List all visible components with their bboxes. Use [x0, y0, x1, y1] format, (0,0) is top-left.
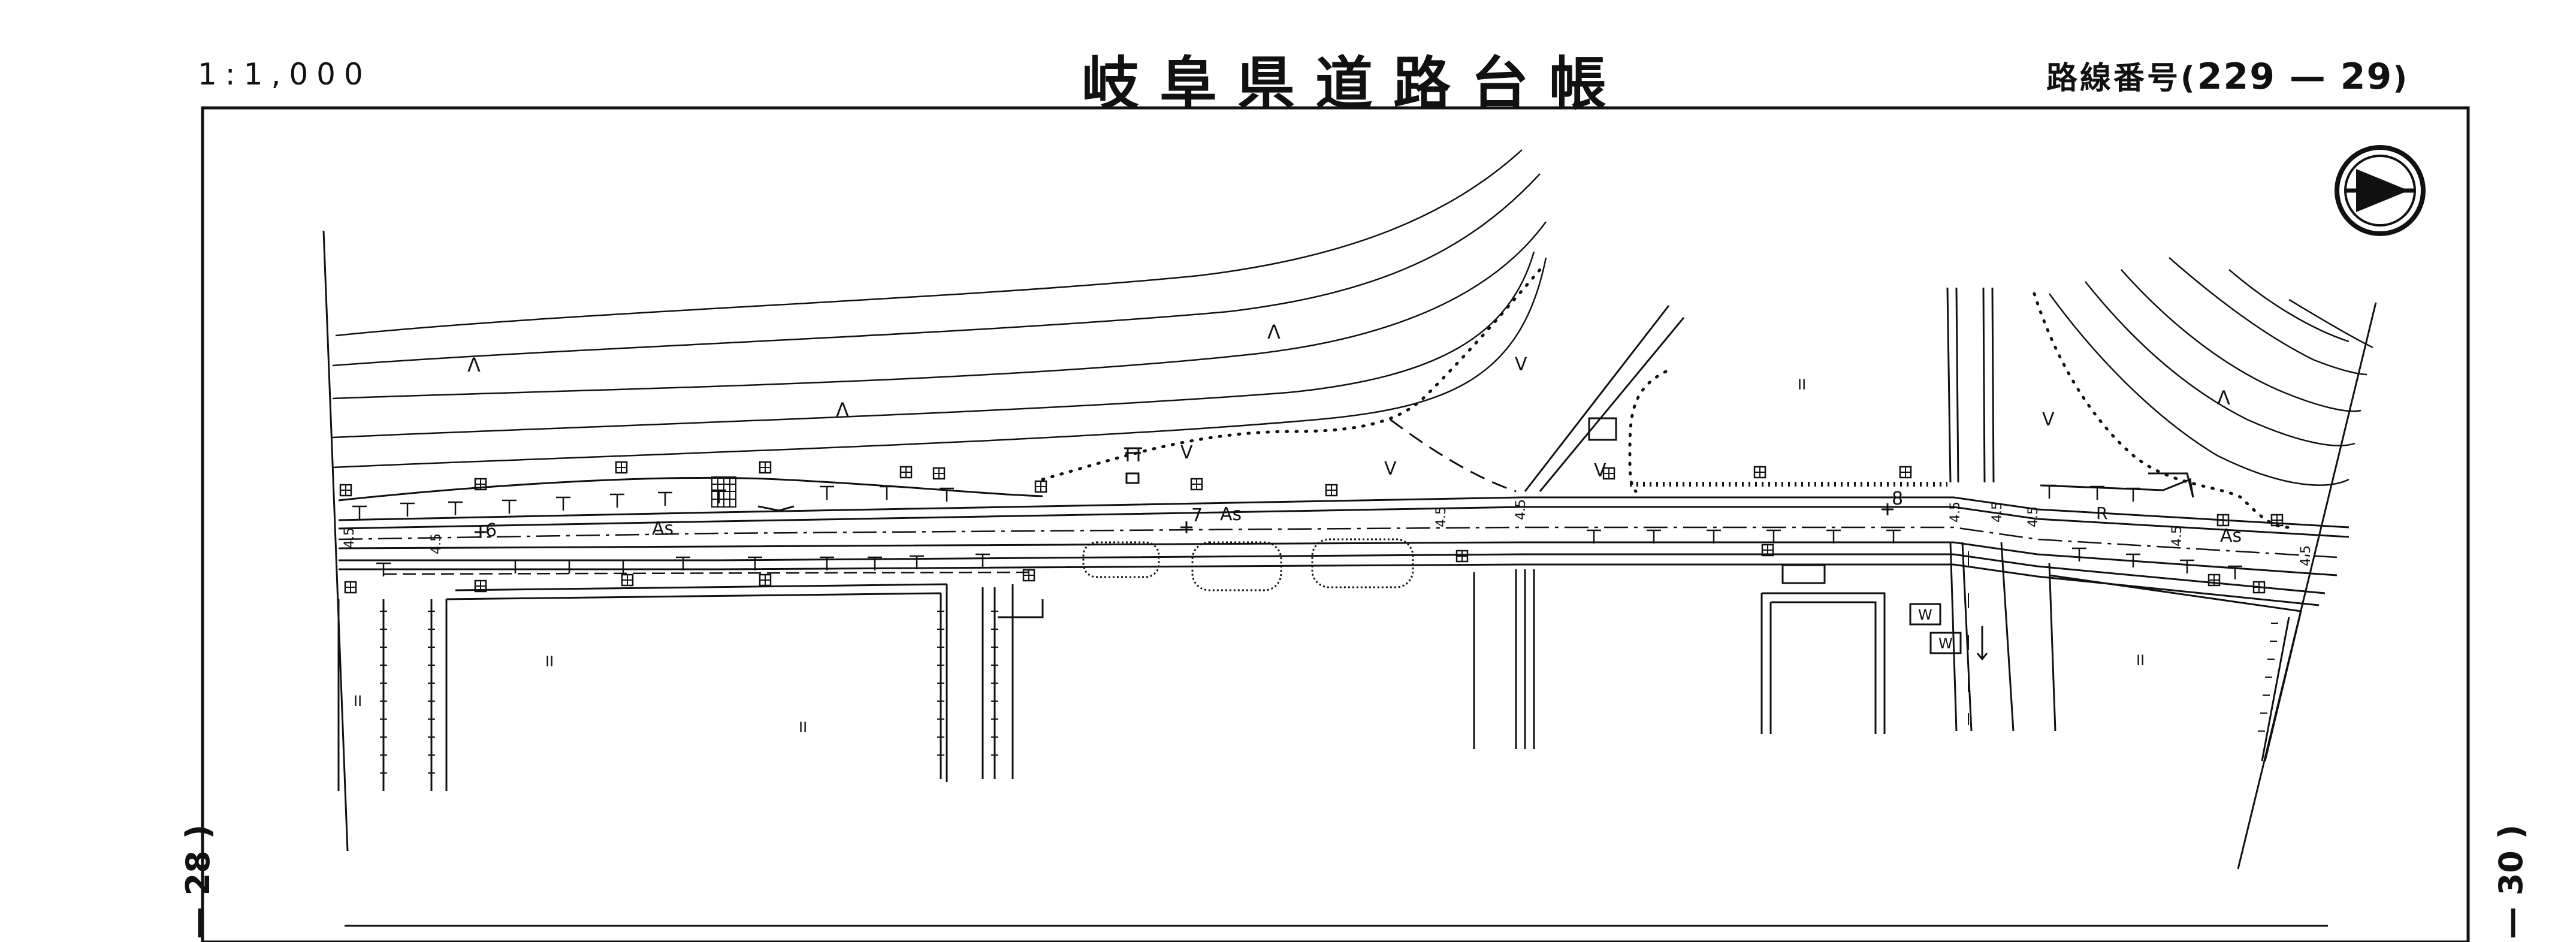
- side-ditches: [337, 287, 2302, 791]
- width-label-3: 4.5: [1434, 506, 1449, 527]
- grid-block: [711, 476, 736, 508]
- ditch-hatching: [380, 482, 2278, 774]
- field-symbol-2: V: [1384, 458, 1397, 479]
- sheet-edge-right: [2237, 302, 2377, 869]
- access-road: [1524, 305, 1685, 492]
- width-label-5: 4.5: [1948, 502, 1963, 523]
- route-number: 路線番号(229 — 29): [2046, 53, 2409, 98]
- contour-lines-left: [332, 149, 1547, 469]
- field-symbol-3: V: [1515, 354, 1527, 375]
- paddy-symbol-4: II: [1798, 376, 1806, 393]
- field-symbol-1: V: [1180, 442, 1193, 463]
- field-symbol-4: V: [1594, 460, 1606, 481]
- paddy-symbol-5: II: [2136, 652, 2145, 669]
- width-label-6: 4.5: [1990, 502, 2005, 523]
- width-label-2: 4.5: [429, 533, 444, 554]
- forest-symbol-1: Λ: [467, 354, 481, 376]
- forest-symbol-4: Λ: [2217, 387, 2230, 409]
- ponds: [1082, 538, 1414, 591]
- pavement-label-1: As: [652, 518, 674, 539]
- route-suffix: ): [2393, 61, 2410, 96]
- land-boundary-dashed: [1390, 418, 1517, 493]
- building-w-2: W: [1938, 635, 1953, 652]
- pavement-label-2: As: [1220, 504, 1242, 525]
- paddy-symbol-3: II: [799, 719, 807, 736]
- dotted-boundaries: [1041, 268, 2291, 529]
- map-scale: 1:1,000: [198, 57, 372, 92]
- guardrail-label: R: [2096, 503, 2107, 523]
- pavement-label-3: As: [2220, 526, 2242, 547]
- document-title: 岐阜県道路台帳: [1082, 50, 1627, 117]
- flow-arrow-icon: [1976, 626, 1988, 661]
- paddy-symbol-2: II: [545, 653, 554, 670]
- station-ticks: [475, 503, 1894, 538]
- width-label-7: 4.5: [2026, 506, 2041, 527]
- field-symbol-5: V: [2042, 409, 2055, 430]
- forest-symbol-2: Λ: [836, 398, 849, 421]
- route-number-value: 229 — 29: [2197, 56, 2393, 98]
- sheet-edge-left: [322, 230, 349, 852]
- north-arrow-icon: [2335, 145, 2426, 236]
- map-frame: [201, 106, 2470, 942]
- paddy-symbol-1: II: [354, 693, 362, 709]
- route-prefix: 路線番号(: [2046, 61, 2197, 96]
- width-label-9: 4.5: [2299, 545, 2314, 566]
- upper-shoulder: [338, 476, 1043, 502]
- structures: [757, 417, 2194, 734]
- contour-lines-right: [2048, 257, 2373, 486]
- field-symbols: [339, 461, 2284, 594]
- width-label-1: 4.5: [342, 527, 357, 548]
- station-7: 7: [1191, 505, 1203, 526]
- station-6: 6: [485, 520, 497, 541]
- width-label-4: 4.5: [1514, 499, 1529, 520]
- main-road: [338, 496, 2349, 606]
- station-8: 8: [1892, 488, 1903, 509]
- forest-symbol-3: Λ: [1267, 321, 1281, 343]
- width-label-8: 4.5: [2170, 526, 2185, 547]
- building-w-1: W: [1918, 606, 1932, 623]
